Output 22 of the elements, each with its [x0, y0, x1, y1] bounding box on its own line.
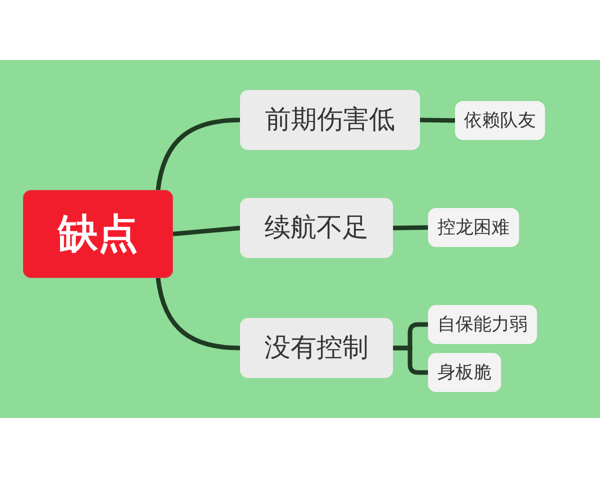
branch-text: 续航不足	[264, 214, 368, 242]
leaf-text: 控龙困难	[438, 218, 510, 238]
leaf-box	[428, 353, 501, 392]
connector-line	[156, 278, 240, 350]
branch-text: 没有控制	[264, 334, 368, 362]
branch-text: 前期伤害低	[265, 106, 395, 134]
branch-box	[240, 318, 393, 378]
connector-line	[172, 226, 240, 236]
connector-line	[420, 118, 456, 123]
connector-line	[393, 346, 428, 375]
leaf-text: 依赖队友	[464, 110, 536, 130]
connector-line	[156, 118, 240, 190]
branch-box	[240, 90, 420, 150]
leaf-box	[428, 208, 519, 247]
leaf-text: 自保能力弱	[438, 314, 528, 334]
topic-box	[23, 190, 173, 278]
topic-text: 缺点	[58, 212, 138, 256]
leaf-box	[455, 101, 545, 140]
leaf-text: 身板脆	[438, 362, 492, 382]
leaf-box	[428, 305, 537, 344]
branch-box	[240, 198, 393, 258]
connector-line	[392, 225, 428, 230]
